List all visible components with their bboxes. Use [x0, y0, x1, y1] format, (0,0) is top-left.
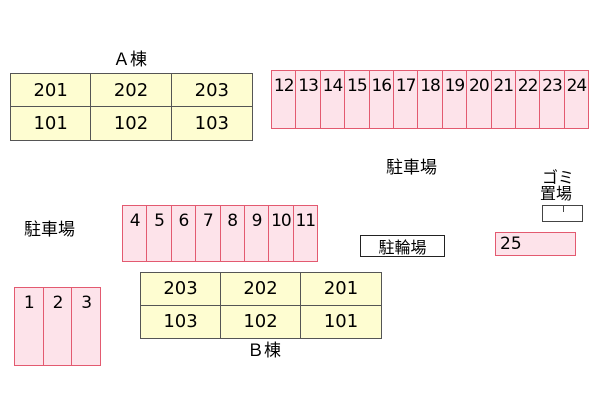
room-b-203: 203 [141, 273, 221, 306]
parking-space: 20 [467, 71, 492, 128]
room-b-202: 202 [221, 273, 301, 306]
garbage-area [542, 205, 583, 222]
room-a-201: 201 [11, 74, 92, 107]
parking-space: 16 [370, 71, 394, 128]
room-b-201: 201 [301, 273, 381, 306]
building-b-label: Ｂ棟 [247, 341, 281, 361]
room-b-103: 103 [141, 305, 221, 338]
room-a-203: 203 [171, 74, 252, 107]
parking-space: 12 [272, 71, 297, 128]
bike-parking: 駐輪場 [360, 235, 445, 257]
parking-space: 8 [221, 206, 245, 261]
parking-space: 9 [245, 206, 270, 261]
garbage-label-line1: ゴミ [542, 168, 575, 187]
parking-space: 4 [123, 206, 148, 261]
room-a-103: 103 [194, 113, 229, 134]
parking-space: 24 [566, 76, 588, 96]
parking-space: 2 [44, 288, 73, 365]
parking-space: 1 [15, 288, 44, 365]
parking-space: 13 [296, 71, 321, 128]
parking-label-left: 駐車場 [24, 220, 75, 240]
room-a-102: 102 [91, 107, 172, 140]
parking-label-center: 駐車場 [386, 158, 437, 178]
parking-lot-left: 1 2 3 [14, 287, 101, 366]
building-a-label: Ａ棟 [113, 50, 147, 70]
room-a-202: 202 [91, 74, 172, 107]
parking-space: 15 [345, 71, 370, 128]
parking-space: 10 [269, 206, 294, 261]
parking-lot-middle: 4 5 6 7 8 9 10 11 [122, 205, 318, 262]
parking-space: 5 [147, 206, 172, 261]
parking-space: 19 [443, 71, 468, 128]
parking-space: 18 [418, 71, 443, 128]
parking-space: 21 [492, 71, 516, 128]
room-a-101: 101 [11, 107, 92, 140]
building-b: 203 202 201 103 102 101 [140, 272, 382, 339]
parking-space: 7 [196, 206, 221, 261]
parking-space-25: 25 [495, 232, 576, 256]
room-b-102: 102 [221, 305, 301, 338]
garbage-area-divider [562, 206, 564, 212]
building-a: 201 202 203 101 102 103 [10, 73, 253, 141]
parking-space: 14 [321, 71, 346, 128]
parking-space: 3 [81, 293, 92, 313]
parking-lot-top: 12 13 14 15 16 17 18 19 20 21 22 23 24 [271, 70, 589, 129]
parking-space: 17 [394, 71, 419, 128]
parking-space: 23 [540, 71, 565, 128]
parking-space: 6 [172, 206, 197, 261]
garbage-label-line2: 置場 [540, 184, 573, 203]
parking-space: 11 [295, 211, 316, 231]
room-b-101: 101 [323, 311, 359, 333]
parking-space: 22 [516, 71, 541, 128]
